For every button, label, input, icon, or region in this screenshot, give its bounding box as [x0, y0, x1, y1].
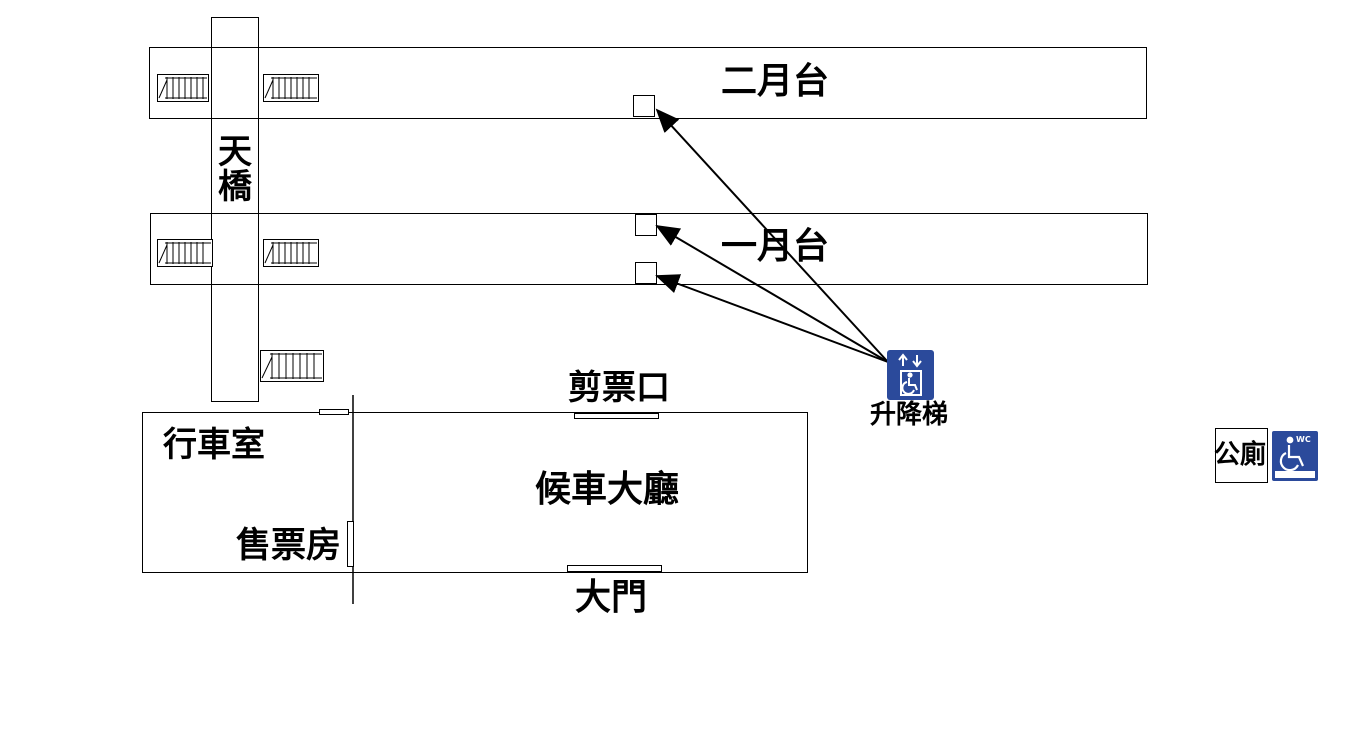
arrow-to-platform-1-upper — [655, 224, 889, 363]
toilet-sign: WC — [1272, 431, 1318, 481]
elevator-wheelchair-icon — [898, 353, 922, 396]
elevator-sign — [887, 350, 934, 400]
main-gate-label: 大門 — [575, 577, 648, 618]
stairs-icon — [260, 350, 324, 382]
arrow-to-platform-1-lower — [655, 274, 889, 363]
bridge-label-text: 天橋 — [218, 132, 252, 207]
svg-text:WC: WC — [1296, 435, 1311, 444]
platform-2 — [149, 47, 1147, 119]
station-building — [142, 412, 808, 573]
bridge-label: 天橋 — [217, 135, 253, 204]
ticket-office-label: 售票房 — [236, 526, 342, 566]
waiting-hall-label: 候車大廳 — [535, 469, 680, 510]
platform-2-label: 二月台 — [721, 61, 830, 102]
elevator-label: 升降梯 — [870, 400, 949, 430]
platform-1-label: 一月台 — [721, 226, 830, 267]
ticket-gate-door — [574, 413, 659, 419]
stairs-icon — [157, 74, 209, 102]
stairs-icon — [157, 239, 213, 267]
elevator-door-platform-2 — [633, 95, 655, 117]
toilet-box — [1215, 428, 1268, 483]
elevator-door-platform-1-lower — [635, 262, 657, 284]
platform-1 — [150, 213, 1148, 285]
stairs-icon — [263, 74, 319, 102]
side-door — [319, 409, 349, 415]
stairs-icon — [263, 239, 319, 267]
ticket-office-window — [347, 521, 354, 567]
arrow-to-platform-2 — [655, 108, 889, 363]
control-room-label: 行車室 — [163, 425, 265, 465]
accessible-wc-icon: WC — [1275, 435, 1315, 478]
main-gate-door — [567, 565, 662, 572]
toilet-label: 公廁 — [1214, 440, 1267, 470]
overpass-bridge — [211, 17, 259, 402]
ticket-gate-label: 剪票口 — [568, 368, 670, 408]
